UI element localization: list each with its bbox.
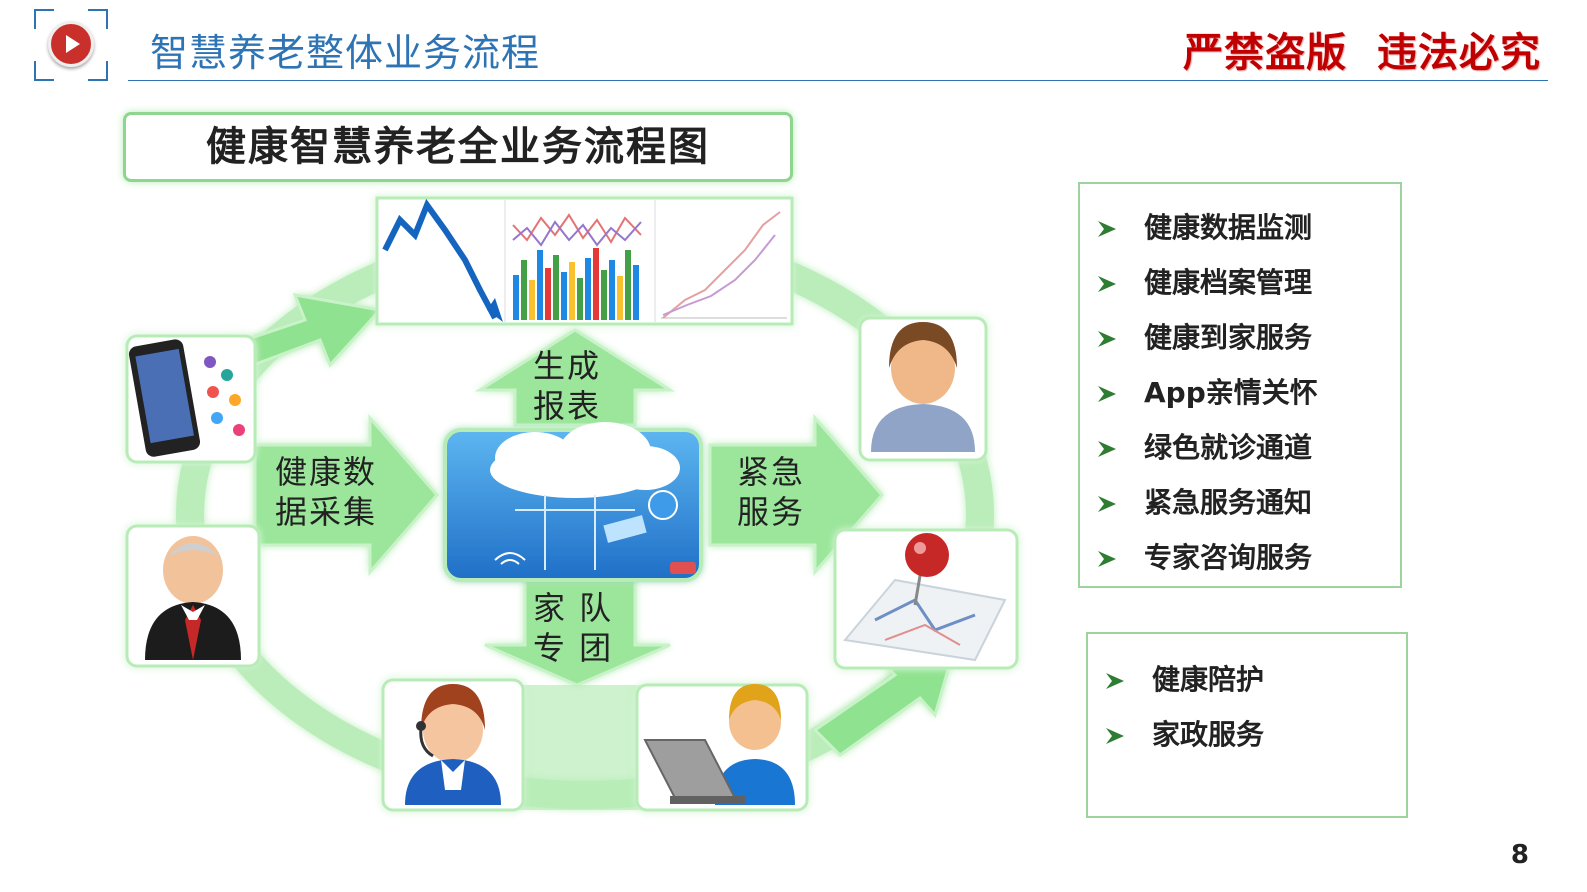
list-item: 健康数据监测 [1098, 206, 1312, 246]
label-data-collection: 健康数 据采集 [275, 453, 378, 531]
label-family-team: 家 队 专 团 [533, 589, 614, 667]
list-item: App亲情关怀 [1098, 371, 1318, 411]
smartphone-icon [128, 339, 245, 457]
support-agent-icon [405, 684, 501, 805]
diagram-title: 健康智慧养老全业务流程图 [123, 112, 793, 182]
flow-diagram: 健康智慧养老全业务流程图 生成 报表 健康数 据采集 紧急 服务 家 队 专 团 [115, 100, 1405, 830]
services-secondary-box: 健康陪护 家政服务 [1086, 632, 1408, 818]
copyright-warning: 严禁盗版 违法必究 [1183, 30, 1541, 76]
header-divider [128, 80, 1548, 81]
laptop-user-icon [643, 684, 795, 805]
list-item: 紧急服务通知 [1098, 481, 1312, 521]
arrowhead-icon [1098, 551, 1116, 567]
arrowhead-icon [1098, 276, 1116, 292]
cloud-icon [490, 422, 680, 498]
list-item: 家政服务 [1106, 713, 1264, 753]
flow-arrows [125, 196, 1019, 812]
bar-line-chart-icon [512, 213, 642, 320]
arrowhead-icon [1098, 386, 1116, 402]
arrowhead-icon [1106, 673, 1124, 689]
page-title: 智慧养老整体业务流程 [150, 31, 541, 75]
rising-chart-icon [661, 211, 787, 319]
label-generate-report: 生成 报表 [533, 347, 602, 425]
arrowhead-icon [1098, 221, 1116, 237]
services-primary-box: 健康数据监测 健康档案管理 健康到家服务 App亲情关怀 绿色就诊通道 紧急服务… [1078, 182, 1402, 588]
elder-man-icon [145, 536, 241, 660]
list-item: 专家咨询服务 [1098, 536, 1312, 576]
map-pin-icon [843, 533, 1007, 662]
arrowhead-icon [1098, 441, 1116, 457]
list-item: 绿色就诊通道 [1098, 426, 1312, 466]
list-item: 健康档案管理 [1098, 261, 1312, 301]
arrowhead-icon [1098, 496, 1116, 512]
list-item: 健康到家服务 [1098, 316, 1312, 356]
page-number: 8 [1510, 840, 1529, 870]
arrowhead-icon [1106, 728, 1124, 744]
arrowhead-icon [1098, 331, 1116, 347]
logo [34, 9, 108, 81]
label-emergency-service: 紧急 服务 [737, 453, 806, 531]
list-item: 健康陪护 [1106, 658, 1264, 698]
woman-avatar-icon [871, 322, 975, 452]
play-icon [48, 21, 94, 67]
falling-chart-icon [382, 198, 503, 322]
